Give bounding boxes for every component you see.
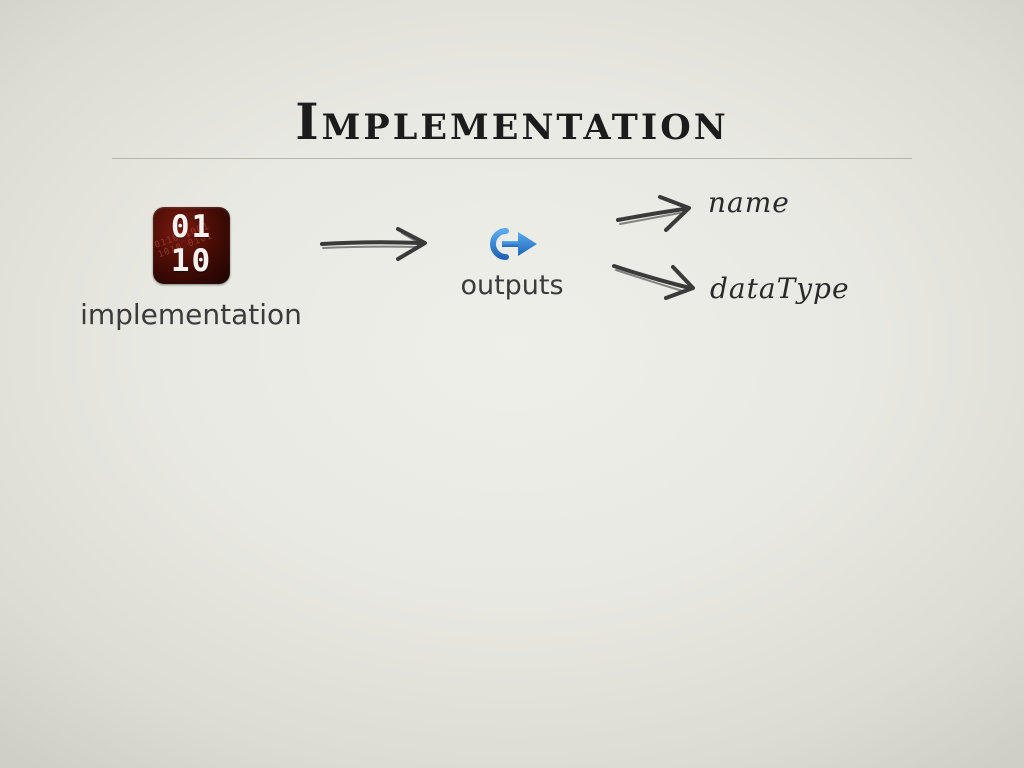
title-divider [112, 158, 912, 159]
blue-output-arrow-icon [490, 228, 537, 260]
field-name: name [708, 186, 790, 219]
arrow-implementation-to-outputs [320, 227, 427, 261]
outputs-label: outputs [460, 270, 564, 301]
field-datatype: dataType [710, 272, 850, 305]
slide-title: Implementation [295, 92, 729, 151]
implementation-label: implementation [80, 298, 302, 331]
arrow-outputs-to-name [616, 195, 691, 232]
arrow-outputs-to-datatype [612, 264, 695, 300]
